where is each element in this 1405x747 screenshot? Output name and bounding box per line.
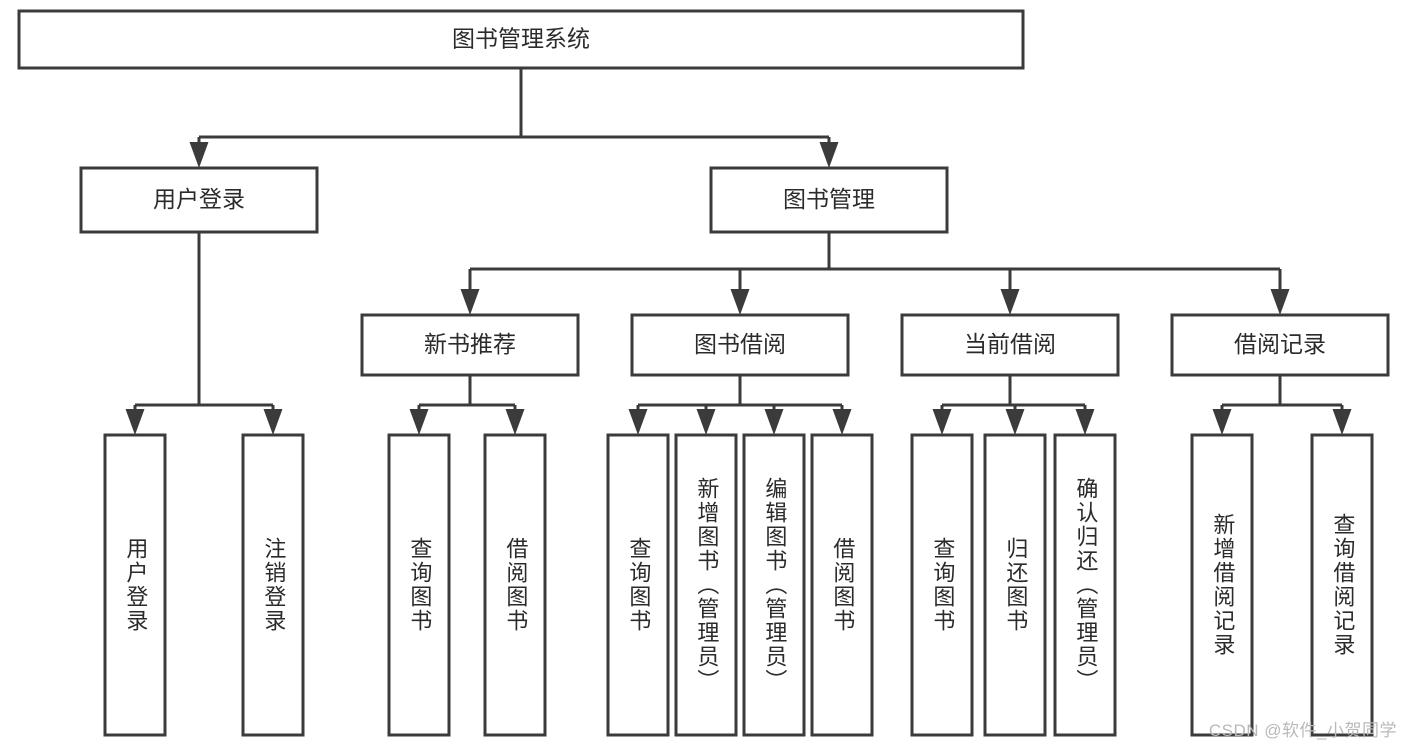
node-leaf-borrow-book-2[interactable] xyxy=(810,433,874,737)
node-label-current-borrow: 当前借阅 xyxy=(964,331,1056,357)
node-box-leaf-add-book[interactable] xyxy=(674,433,738,737)
level2-book-manage-arrowhead xyxy=(819,142,839,168)
node-box-leaf-confirm-return[interactable] xyxy=(1053,433,1117,737)
node-box-borrow-record[interactable] xyxy=(1170,313,1390,377)
node-box-leaf-query-record[interactable] xyxy=(1310,433,1374,737)
node-box-new-book-rec[interactable] xyxy=(360,313,580,377)
node-box-user-login[interactable] xyxy=(79,166,319,234)
node-leaf-user-login[interactable] xyxy=(103,433,167,737)
node-leaf-return-book[interactable] xyxy=(983,433,1047,737)
connectors-layer xyxy=(125,68,1352,435)
leaf-leaf-user-login-arrowhead xyxy=(125,409,145,435)
node-label-book-manage: 图书管理 xyxy=(783,186,875,212)
leaf-leaf-confirm-return-arrowhead xyxy=(1075,409,1095,435)
level2-user-login-arrowhead xyxy=(189,142,209,168)
node-box-root[interactable] xyxy=(17,9,1025,70)
node-label-borrow-record: 借阅记录 xyxy=(1234,331,1326,357)
node-box-leaf-logout[interactable] xyxy=(241,433,305,737)
leaf-leaf-edit-book-arrowhead xyxy=(764,409,784,435)
leaf-leaf-add-record-arrowhead xyxy=(1212,409,1232,435)
node-box-leaf-return-book[interactable] xyxy=(983,433,1047,737)
node-box-leaf-add-record[interactable] xyxy=(1190,433,1254,737)
level3-book-borrow-arrowhead xyxy=(730,289,750,315)
node-leaf-query-record[interactable] xyxy=(1310,433,1374,737)
node-leaf-logout[interactable] xyxy=(241,433,305,737)
node-new-book-rec[interactable]: 新书推荐 xyxy=(360,313,580,377)
node-box-book-borrow[interactable] xyxy=(630,313,850,377)
node-leaf-confirm-return[interactable] xyxy=(1053,433,1117,737)
node-leaf-add-record[interactable] xyxy=(1190,433,1254,737)
leaf-leaf-borrow-book-1-arrowhead xyxy=(505,409,525,435)
node-box-leaf-query-book-3[interactable] xyxy=(910,433,974,737)
node-label-user-login: 用户登录 xyxy=(153,186,245,212)
node-leaf-query-book-1[interactable] xyxy=(387,433,451,737)
node-box-leaf-query-book-1[interactable] xyxy=(387,433,451,737)
node-box-leaf-query-book-2[interactable] xyxy=(606,433,670,737)
watermark-text: CSDN @软件_小贺同学 xyxy=(1208,721,1397,740)
node-borrow-record[interactable]: 借阅记录 xyxy=(1170,313,1390,377)
level3-borrow-record-arrowhead xyxy=(1270,289,1290,315)
node-current-borrow[interactable]: 当前借阅 xyxy=(900,313,1120,377)
node-book-borrow[interactable]: 图书借阅 xyxy=(630,313,850,377)
node-box-leaf-borrow-book-2[interactable] xyxy=(810,433,874,737)
node-leaf-edit-book[interactable] xyxy=(742,433,806,737)
leaf-leaf-return-book-arrowhead xyxy=(1005,409,1025,435)
node-leaf-borrow-book-1[interactable] xyxy=(483,433,547,737)
node-label-root: 图书管理系统 xyxy=(452,26,590,52)
node-user-login[interactable]: 用户登录 xyxy=(79,166,319,234)
node-box-leaf-edit-book[interactable] xyxy=(742,433,806,737)
node-label-book-borrow: 图书借阅 xyxy=(694,331,786,357)
leaf-leaf-query-book-2-arrowhead xyxy=(628,409,648,435)
node-leaf-query-book-2[interactable] xyxy=(606,433,670,737)
node-box-current-borrow[interactable] xyxy=(900,313,1120,377)
leaf-leaf-add-book-arrowhead xyxy=(696,409,716,435)
node-root[interactable]: 图书管理系统 xyxy=(17,9,1025,70)
leaf-leaf-query-record-arrowhead xyxy=(1332,409,1352,435)
leaf-leaf-borrow-book-2-arrowhead xyxy=(832,409,852,435)
node-box-leaf-user-login[interactable] xyxy=(103,433,167,737)
node-box-book-manage[interactable] xyxy=(709,166,949,234)
leaf-leaf-logout-arrowhead xyxy=(263,409,283,435)
node-leaf-add-book[interactable] xyxy=(674,433,738,737)
node-label-new-book-rec: 新书推荐 xyxy=(424,331,516,357)
level3-current-borrow-arrowhead xyxy=(1000,289,1020,315)
leaf-leaf-query-book-1-arrowhead xyxy=(409,409,429,435)
node-box-leaf-borrow-book-1[interactable] xyxy=(483,433,547,737)
node-book-manage[interactable]: 图书管理 xyxy=(709,166,949,234)
level3-new-book-rec-arrowhead xyxy=(460,289,480,315)
node-leaf-query-book-3[interactable] xyxy=(910,433,974,737)
leaf-leaf-query-book-3-arrowhead xyxy=(932,409,952,435)
